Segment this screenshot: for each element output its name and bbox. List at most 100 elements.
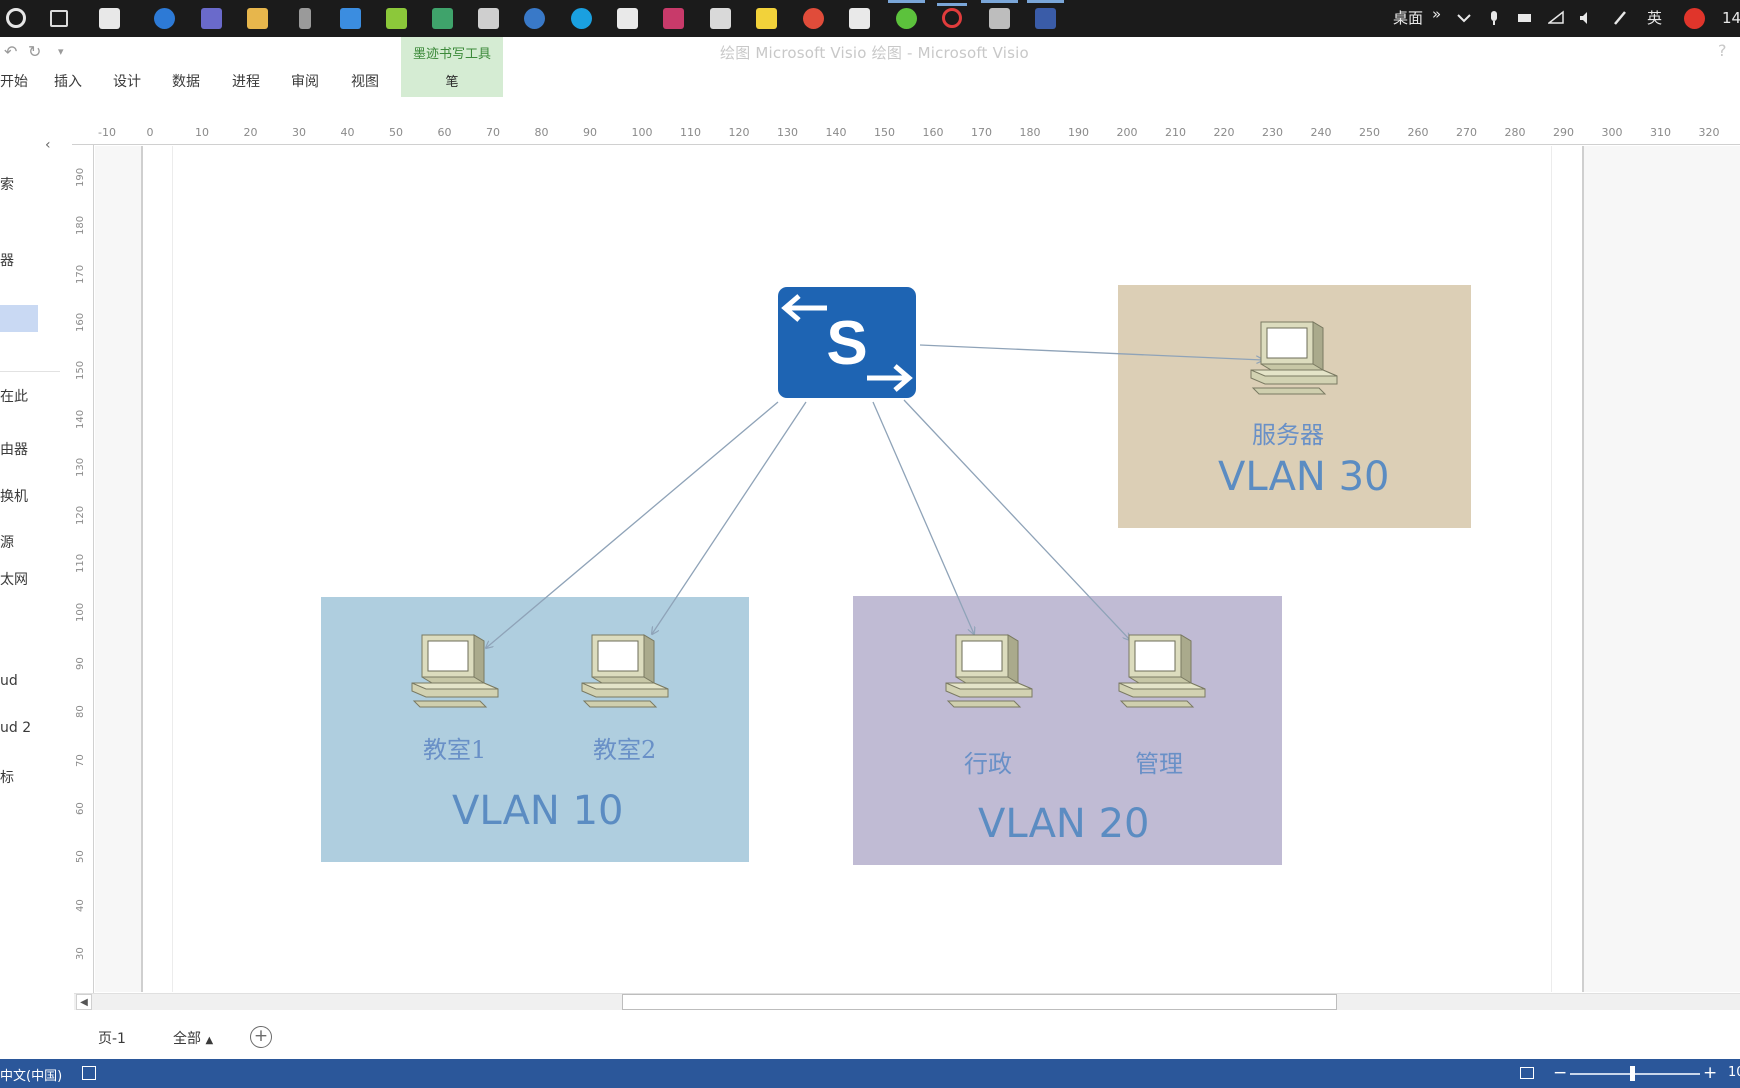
onenote-icon[interactable]: [663, 8, 684, 29]
drawing-page[interactable]: [141, 146, 1584, 992]
tab-data[interactable]: 数据: [172, 74, 200, 90]
tab-pen[interactable]: 笔: [445, 75, 459, 90]
app-icon[interactable]: [386, 8, 407, 29]
tab-page-1[interactable]: 页-1: [98, 1031, 126, 1047]
zoom-out-button[interactable]: −: [1553, 1063, 1568, 1083]
microphone-icon[interactable]: [1486, 9, 1502, 27]
title-bar: ↶ ↻ ▾ 绘图 Microsoft Visio 绘图 - Microsoft …: [0, 37, 1740, 65]
switch-icon[interactable]: S: [777, 286, 917, 399]
classroom1-pc-icon[interactable]: [408, 631, 500, 713]
shape-router[interactable]: 由器: [0, 442, 28, 458]
management-pc-icon[interactable]: [1115, 631, 1207, 713]
tray-desktop-label[interactable]: 桌面: [1393, 9, 1424, 27]
server-pc-icon[interactable]: [1247, 318, 1339, 400]
shapes-pane: [0, 131, 68, 991]
vlan20-label: VLAN 20: [978, 801, 1150, 847]
zoom-slider[interactable]: [1570, 1073, 1700, 1075]
chrome-icon[interactable]: [803, 8, 824, 29]
customize-quick-access-icon[interactable]: ▾: [58, 45, 64, 58]
app-tray-icon[interactable]: [1684, 8, 1705, 29]
battery-icon[interactable]: [1517, 9, 1533, 27]
windows-taskbar: 桌面 » 英 14: [0, 0, 1740, 37]
ruler-tick-label: 90: [583, 126, 597, 139]
shape-cloud[interactable]: ud: [0, 673, 18, 689]
task-view-icon[interactable]: [50, 10, 68, 27]
zoom-slider-thumb[interactable]: [1630, 1066, 1635, 1081]
input-method-indicator[interactable]: 英: [1647, 9, 1663, 27]
app-icon[interactable]: [849, 8, 870, 29]
store-icon[interactable]: [201, 8, 222, 29]
undo-icon[interactable]: ↶: [4, 42, 18, 61]
shape-cloud-2[interactable]: ud 2: [0, 720, 32, 736]
tab-insert[interactable]: 插入: [54, 74, 82, 90]
collapse-pane-icon[interactable]: ‹: [45, 137, 51, 153]
vlan10-label: VLAN 10: [452, 788, 624, 834]
record-icon[interactable]: [937, 3, 967, 28]
edge-browser-icon[interactable]: [154, 8, 175, 29]
ruler-tick-label: 60: [437, 126, 452, 139]
ruler-tick-label: 140: [825, 126, 847, 139]
app-icon[interactable]: [981, 0, 1018, 29]
start-icon[interactable]: [6, 8, 26, 28]
ruler-tick-label: 250: [1359, 126, 1380, 139]
app-icon[interactable]: [617, 8, 638, 29]
ruler-tick-label: 20: [243, 126, 258, 139]
shape-switch[interactable]: 换机: [0, 489, 28, 505]
tab-review[interactable]: 审阅: [291, 74, 319, 90]
chevron-down-icon[interactable]: [1456, 9, 1472, 27]
shape-label[interactable]: 标: [0, 770, 14, 786]
add-page-button[interactable]: +: [250, 1026, 272, 1048]
status-language[interactable]: 中文(中国): [0, 1069, 63, 1084]
ruler-tick-label: 120: [75, 506, 86, 526]
scroll-left-icon[interactable]: ◀: [76, 994, 92, 1010]
all-pages-tab[interactable]: 全部 ▲: [173, 1028, 213, 1048]
spreadsheet-icon[interactable]: [432, 8, 453, 29]
pen-icon[interactable]: [1612, 9, 1628, 27]
ruler-tick-label: 70: [75, 753, 86, 767]
fit-page-icon[interactable]: [1520, 1067, 1534, 1079]
tab-home[interactable]: 开始: [0, 74, 28, 90]
ruler-tick-label: 190: [75, 167, 86, 187]
shapes-search-item[interactable]: 索: [0, 177, 14, 193]
shape-ethernet[interactable]: 太网: [0, 572, 28, 588]
ruler-tick-label: 50: [75, 850, 86, 864]
ink-tools-contextual-group: 墨迹书写工具 笔: [401, 37, 503, 97]
vlan20-container[interactable]: [853, 596, 1282, 865]
document-icon[interactable]: [710, 8, 731, 29]
app-icon[interactable]: [478, 8, 499, 29]
visio-icon[interactable]: [1027, 0, 1064, 29]
app-icon[interactable]: [99, 8, 120, 29]
file-explorer-icon[interactable]: [247, 8, 268, 29]
skype-icon[interactable]: [524, 8, 545, 29]
shapes-stencil-item[interactable]: 器: [0, 253, 14, 269]
admin-pc-icon[interactable]: [942, 631, 1034, 713]
classroom2-pc-icon[interactable]: [578, 631, 670, 713]
wechat-icon[interactable]: [888, 0, 925, 29]
chat-icon[interactable]: [571, 8, 592, 29]
tray-overflow-chevron[interactable]: »: [1432, 5, 1442, 23]
tab-process[interactable]: 进程: [232, 74, 260, 90]
sticky-notes-icon[interactable]: [756, 8, 777, 29]
shape-power-source[interactable]: 源: [0, 535, 14, 551]
redo-icon[interactable]: ↻: [28, 42, 42, 61]
usb-icon[interactable]: [299, 8, 311, 29]
ruler-tick-label: 150: [874, 126, 895, 139]
volume-icon[interactable]: [1578, 9, 1594, 27]
mail-icon[interactable]: [340, 8, 361, 29]
ruler-tick-label: 180: [75, 216, 86, 236]
help-icon[interactable]: ?: [1718, 41, 1727, 60]
wifi-icon[interactable]: [1548, 9, 1564, 27]
macro-record-icon[interactable]: [82, 1066, 96, 1080]
ruler-tick-label: 220: [1213, 126, 1235, 139]
horizontal-scroll-thumb[interactable]: [622, 994, 1337, 1010]
zoom-level[interactable]: 10: [1728, 1065, 1740, 1080]
tab-view[interactable]: 视图: [351, 74, 379, 90]
zoom-in-button[interactable]: +: [1703, 1063, 1718, 1083]
tab-design[interactable]: 设计: [113, 74, 141, 90]
tray-clock[interactable]: 14: [1722, 9, 1740, 27]
pane-selected-item[interactable]: [0, 305, 38, 332]
ruler-tick-label: 140: [75, 409, 86, 429]
